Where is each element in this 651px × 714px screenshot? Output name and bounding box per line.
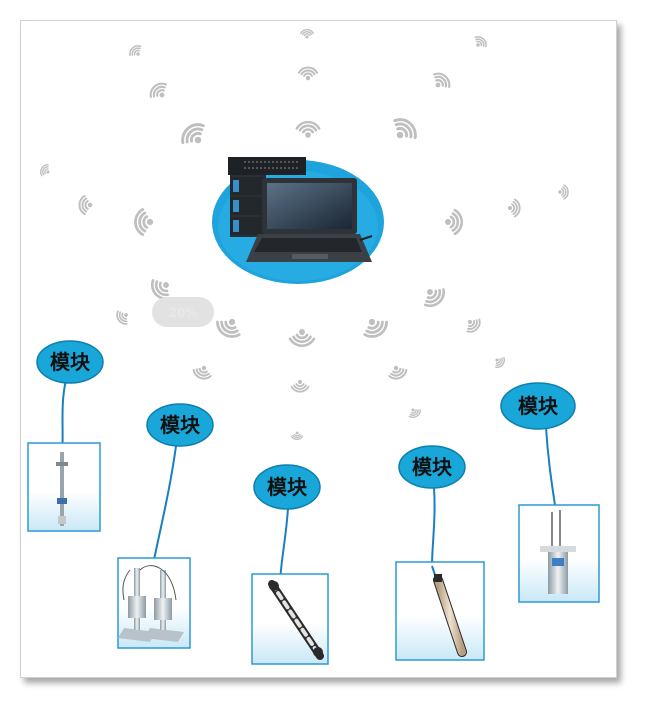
wifi-signal-icon (491, 353, 508, 371)
module-bubble[interactable]: 模块 (500, 382, 576, 430)
module-connector (431, 486, 436, 567)
wifi-signal-icon (386, 113, 422, 148)
module-label: 模块 (267, 475, 308, 499)
status-badge-label: 20% (169, 306, 198, 320)
module-bubble[interactable]: 模块 (36, 340, 104, 384)
wifi-signal-icon (126, 42, 146, 61)
wifi-signal-icon (290, 378, 310, 393)
wifi-signal-icon (300, 29, 314, 40)
wifi-signal-icon (113, 306, 133, 328)
tee-mount-sensor-icon (540, 510, 576, 594)
wifi-signal-icon (427, 68, 454, 95)
device-panel (518, 504, 600, 603)
module-bubbles: 模块 模块 模块 模块 模块 (36, 340, 576, 510)
device-panels (27, 442, 600, 665)
wifi-signal-icon (358, 311, 392, 343)
module-label: 模块 (412, 455, 453, 479)
wifi-signal-icon (406, 404, 423, 421)
wifi-signal-icon (290, 431, 304, 441)
wifi-signal-icon (385, 361, 410, 382)
pencil-probe-icon (431, 565, 467, 657)
laptop-icon (246, 178, 373, 262)
wifi-signal-icon (190, 361, 215, 382)
central-hub (212, 157, 384, 284)
wifi-signal-icon (506, 198, 521, 218)
wifi-signal-icon (417, 280, 450, 312)
module-label: 模块 (50, 350, 91, 374)
wifi-signal-icon (288, 327, 316, 348)
module-bubble[interactable]: 模块 (146, 403, 214, 447)
wifi-signal-icon (37, 162, 54, 179)
dual-tripod-sensor-icon (118, 565, 184, 642)
wifi-signal-icon (461, 313, 484, 336)
wifi-signal-icon (295, 120, 321, 139)
status-badge: 20% (152, 297, 214, 327)
module-connector (545, 426, 557, 513)
wifi-signal-icon (470, 33, 490, 52)
device-panel (251, 573, 329, 665)
module-connector (153, 445, 177, 561)
module-bubble[interactable]: 模块 (398, 445, 466, 489)
module-label: 模块 (160, 413, 201, 437)
wifi-signal-icon (146, 78, 173, 105)
wifi-signal-icon (134, 208, 155, 236)
wifi-signal-icon (212, 311, 246, 343)
module-label: 模块 (518, 394, 559, 418)
device-panel (117, 557, 191, 649)
probe-chain-icon (268, 580, 324, 660)
server-icon (228, 157, 306, 237)
device-panel (395, 561, 485, 661)
wifi-signal-icon (443, 208, 464, 236)
wifi-signal-icon (297, 66, 319, 82)
module-bubble[interactable]: 模块 (253, 464, 321, 510)
wifi-signal-icon (78, 194, 94, 216)
device-panel (27, 442, 101, 532)
wifi-signal-icon (557, 184, 569, 200)
wifi-signal-icon (176, 118, 212, 153)
sensor-rod-icon (56, 452, 68, 526)
